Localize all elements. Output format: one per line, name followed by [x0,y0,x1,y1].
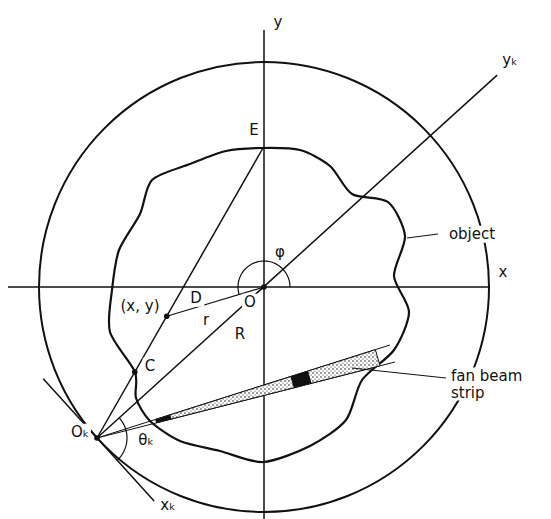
angle-label: θₖ [136,432,156,449]
ray-to-e [97,148,263,438]
figure-parts [43,75,497,501]
point-c [132,369,138,375]
radius-r [167,287,264,316]
point-label: O [242,294,258,311]
length-label: R [233,326,247,343]
source-point [94,435,100,441]
axis-label: x [497,264,510,281]
object-leader [407,234,438,238]
length-label: r [201,312,211,329]
strip-segment [290,371,311,388]
axis-label: y [272,14,285,31]
fan-beam-ray [97,345,390,438]
point-xy [164,313,170,319]
callout-label: fan beam strip [449,368,527,401]
origin-point [261,284,267,290]
theta-arc [117,418,127,460]
x-axis [8,286,490,288]
yk-axis [97,75,497,438]
point-label: C [143,358,157,375]
axis-label: xₖ [158,497,177,514]
point-label: (x, y) [119,298,162,315]
axis-label: yₖ [500,52,519,69]
fan-beam-strip [156,350,381,423]
point-label: Oₖ [69,424,91,441]
y-axis [263,30,265,519]
point-label: E [247,122,260,139]
angle-label: φ [273,244,287,261]
strip-segment [156,415,172,423]
strip-leader [352,368,446,378]
point-label: D [188,290,204,307]
phi-arc [238,261,290,294]
callout-label: object [447,226,497,243]
